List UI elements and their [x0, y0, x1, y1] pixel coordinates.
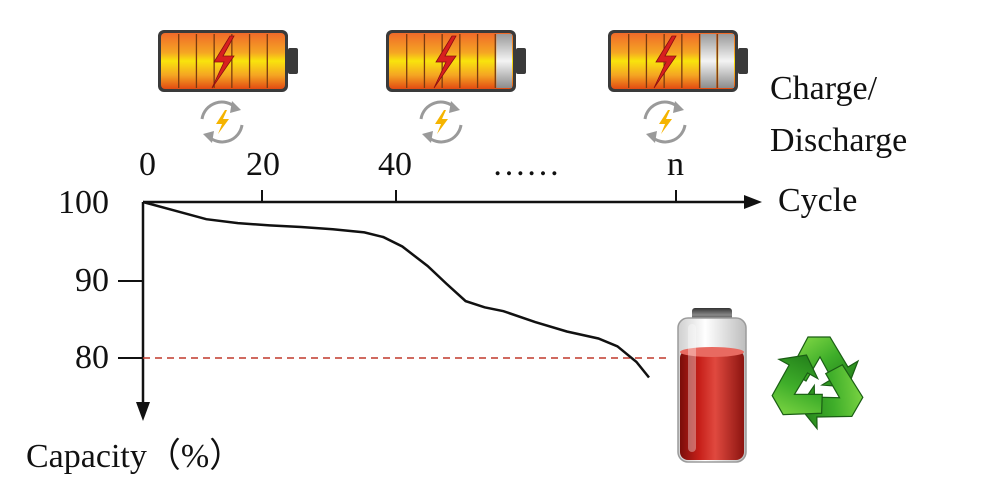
x-tick-label-20: 20	[246, 146, 280, 183]
charge-cycle-icon	[200, 100, 244, 144]
charge-cycle-icon	[419, 100, 463, 144]
capacity-curve	[142, 200, 650, 379]
battery-two-cells-depleted-icon	[608, 30, 748, 92]
x-tick-label-n: n	[667, 146, 684, 183]
y-axis-arrowhead	[136, 402, 150, 421]
y-tick-label-80: 80	[75, 339, 109, 376]
x-tick-label-ellipsis: ……	[492, 146, 560, 183]
y-tick-label-100: 100	[58, 184, 109, 221]
charge-label-line1: Charge/	[770, 70, 878, 107]
x-tick-label-0: 0	[139, 146, 156, 183]
x-axis-title: Cycle	[778, 182, 858, 219]
x-axis-arrowhead	[744, 195, 762, 209]
charge-label-line2: Discharge	[770, 122, 908, 159]
y-tick-label-90: 90	[75, 262, 109, 299]
battery-one-cell-depleted-icon	[386, 30, 526, 92]
battery-full-icon	[158, 30, 298, 92]
x-tick-label-40: 40	[378, 146, 412, 183]
y-axis-title: Capacity（%）	[26, 438, 244, 475]
charge-cycle-icon	[643, 100, 687, 144]
recycle-icon	[771, 336, 864, 431]
battery-degraded-icon	[677, 308, 747, 463]
